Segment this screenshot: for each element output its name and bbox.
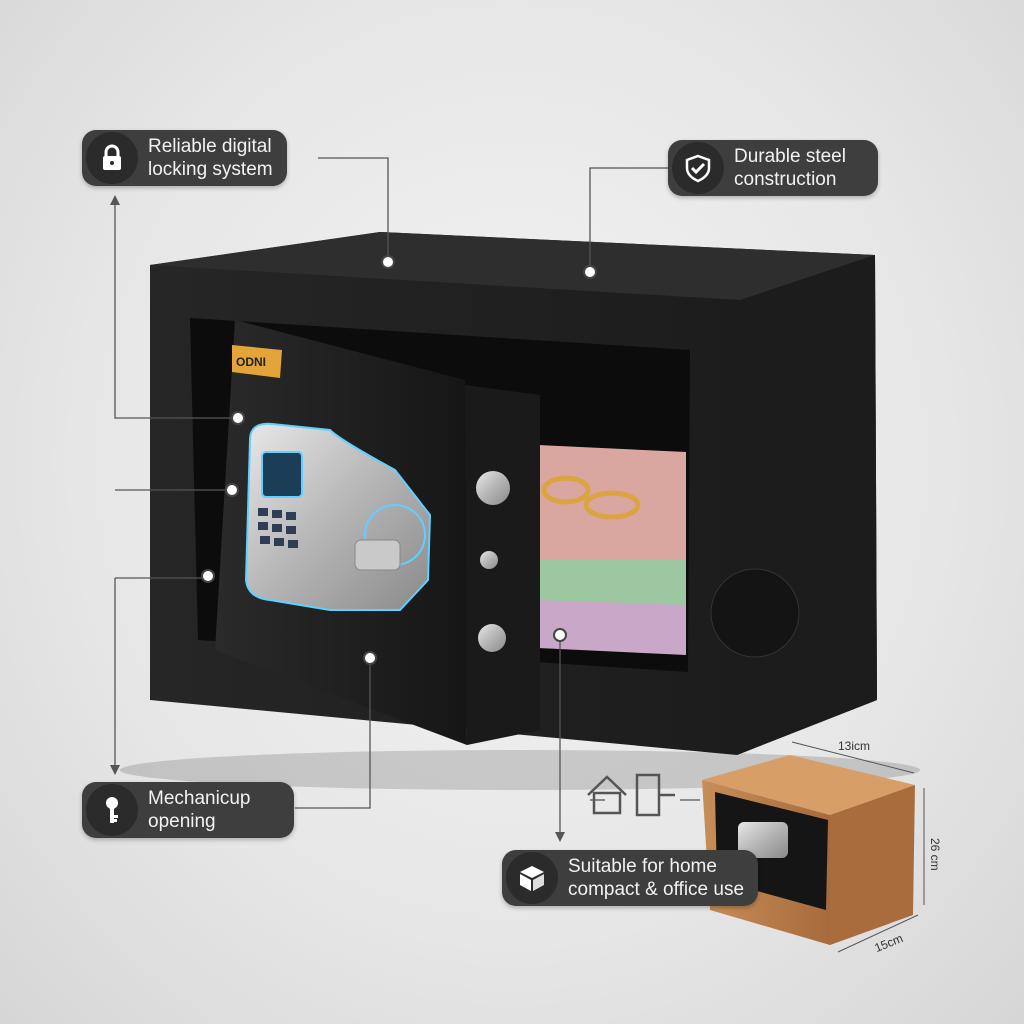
callout-text: Suitable for home compact & office use — [568, 856, 745, 900]
safe-door: ODNI — [215, 320, 540, 745]
callout-home-office: Suitable for home compact & office use — [502, 850, 759, 906]
box-icon — [506, 852, 558, 904]
key-icon — [86, 784, 138, 836]
shield-check-icon — [672, 142, 724, 194]
brand-logo-text: ODNI — [236, 355, 266, 369]
callout-text: Durable steel construction — [734, 146, 846, 190]
padlock-icon — [86, 132, 138, 184]
brand-logo — [232, 345, 282, 378]
callout-mechanical: Mechanicup opening — [82, 782, 294, 838]
dimension-height: 26 cm — [928, 838, 942, 871]
house-icon — [587, 775, 627, 796]
callout-digital-lock: Reliable digital locking system — [82, 130, 287, 186]
callout-text: Mechanicup opening — [148, 788, 251, 832]
callout-steel: Durable steel construction — [668, 140, 878, 196]
callout-text: Reliable digital locking system — [148, 136, 273, 180]
leader-lines — [114, 157, 700, 835]
hotspot-markers — [201, 255, 597, 665]
dimension-width: 13icm — [838, 739, 871, 753]
